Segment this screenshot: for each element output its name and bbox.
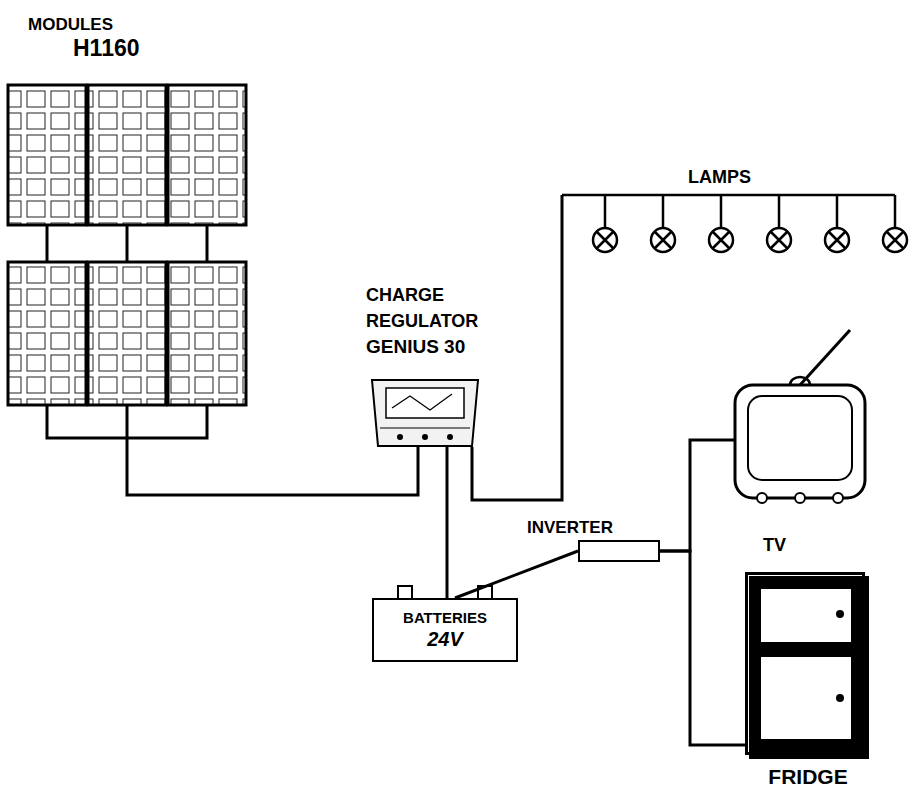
lamp-symbol (767, 228, 791, 252)
regulator-terminal (447, 434, 453, 440)
fridge-shadow (749, 576, 869, 759)
tv-antenna (800, 330, 850, 385)
node-label: GENIUS 30 (366, 334, 491, 360)
solar-panel (8, 85, 86, 225)
charge-regulator-device (372, 380, 478, 446)
solar-modules (8, 85, 246, 438)
node-label-group: FRIDGE (748, 764, 868, 789)
tv-cabinet (735, 385, 865, 498)
node-label-group: CHARGE REGULATORGENIUS 30 (366, 282, 491, 360)
lamp-symbol (825, 228, 849, 252)
regulator-housing (372, 380, 478, 446)
wire-connector (446, 447, 449, 598)
regulator-terminal (397, 434, 403, 440)
node-label: BATTERIES (403, 609, 487, 627)
charge-regulator: CHARGE REGULATORGENIUS 30 (370, 378, 480, 447)
fridge-door (760, 656, 852, 740)
tv-foot (833, 493, 843, 503)
node-label: LAMPS (688, 167, 808, 189)
door-handle (837, 695, 843, 701)
node-label: FRIDGE (748, 764, 868, 789)
node-label-group: INVERTER (527, 518, 647, 538)
node-label-group: TV (763, 535, 823, 557)
solar-modules: MODULESH1160 (8, 85, 246, 438)
solar-panel (88, 262, 166, 405)
regulator-terminal (422, 434, 428, 440)
lamp-symbol (651, 228, 675, 252)
freezer-door (760, 588, 852, 643)
solar-panel (88, 85, 166, 225)
lamp-wire (562, 195, 895, 228)
node-label: 24V (427, 627, 463, 651)
wire-connector (660, 440, 735, 551)
wire-connector (127, 438, 418, 495)
tv-screen (748, 396, 852, 480)
node-label-group: LAMPS (688, 167, 808, 189)
tv-illustration (735, 330, 865, 503)
wire-connector (660, 551, 745, 745)
lamp-symbol (593, 228, 617, 252)
node-label: TV (763, 535, 823, 557)
lamp-row (562, 195, 907, 252)
fridge: FRIDGE (745, 572, 865, 755)
wire-connector (472, 195, 562, 500)
panel-bus-wire (47, 405, 207, 438)
lamp-symbol (883, 228, 907, 252)
fridge-illustration (749, 576, 869, 759)
inverter-box: INVERTER (578, 540, 660, 562)
node-label: INVERTER (527, 518, 647, 538)
solar-panel (8, 262, 86, 405)
node-label: CHARGE REGULATOR (366, 282, 491, 334)
regulator-detail (392, 394, 452, 410)
node-label-group: MODULESH1160 (28, 15, 228, 63)
battery-bank: BATTERIES24V (372, 598, 518, 662)
wire-connector (455, 551, 578, 598)
regulator-detail (380, 427, 470, 428)
lamp-symbol (709, 228, 733, 252)
tv-set: TV (735, 378, 865, 505)
regulator-display (386, 388, 464, 418)
node-label: H1160 (73, 35, 228, 63)
door-handle (837, 611, 843, 617)
solar-panel (168, 262, 246, 405)
solar-panel (168, 85, 246, 225)
lamp-group: LAMPS (562, 195, 907, 255)
tv-foot (757, 493, 767, 503)
panel-link-wire (47, 225, 207, 262)
tv-foot (795, 493, 805, 503)
node-label: MODULES (28, 15, 228, 35)
